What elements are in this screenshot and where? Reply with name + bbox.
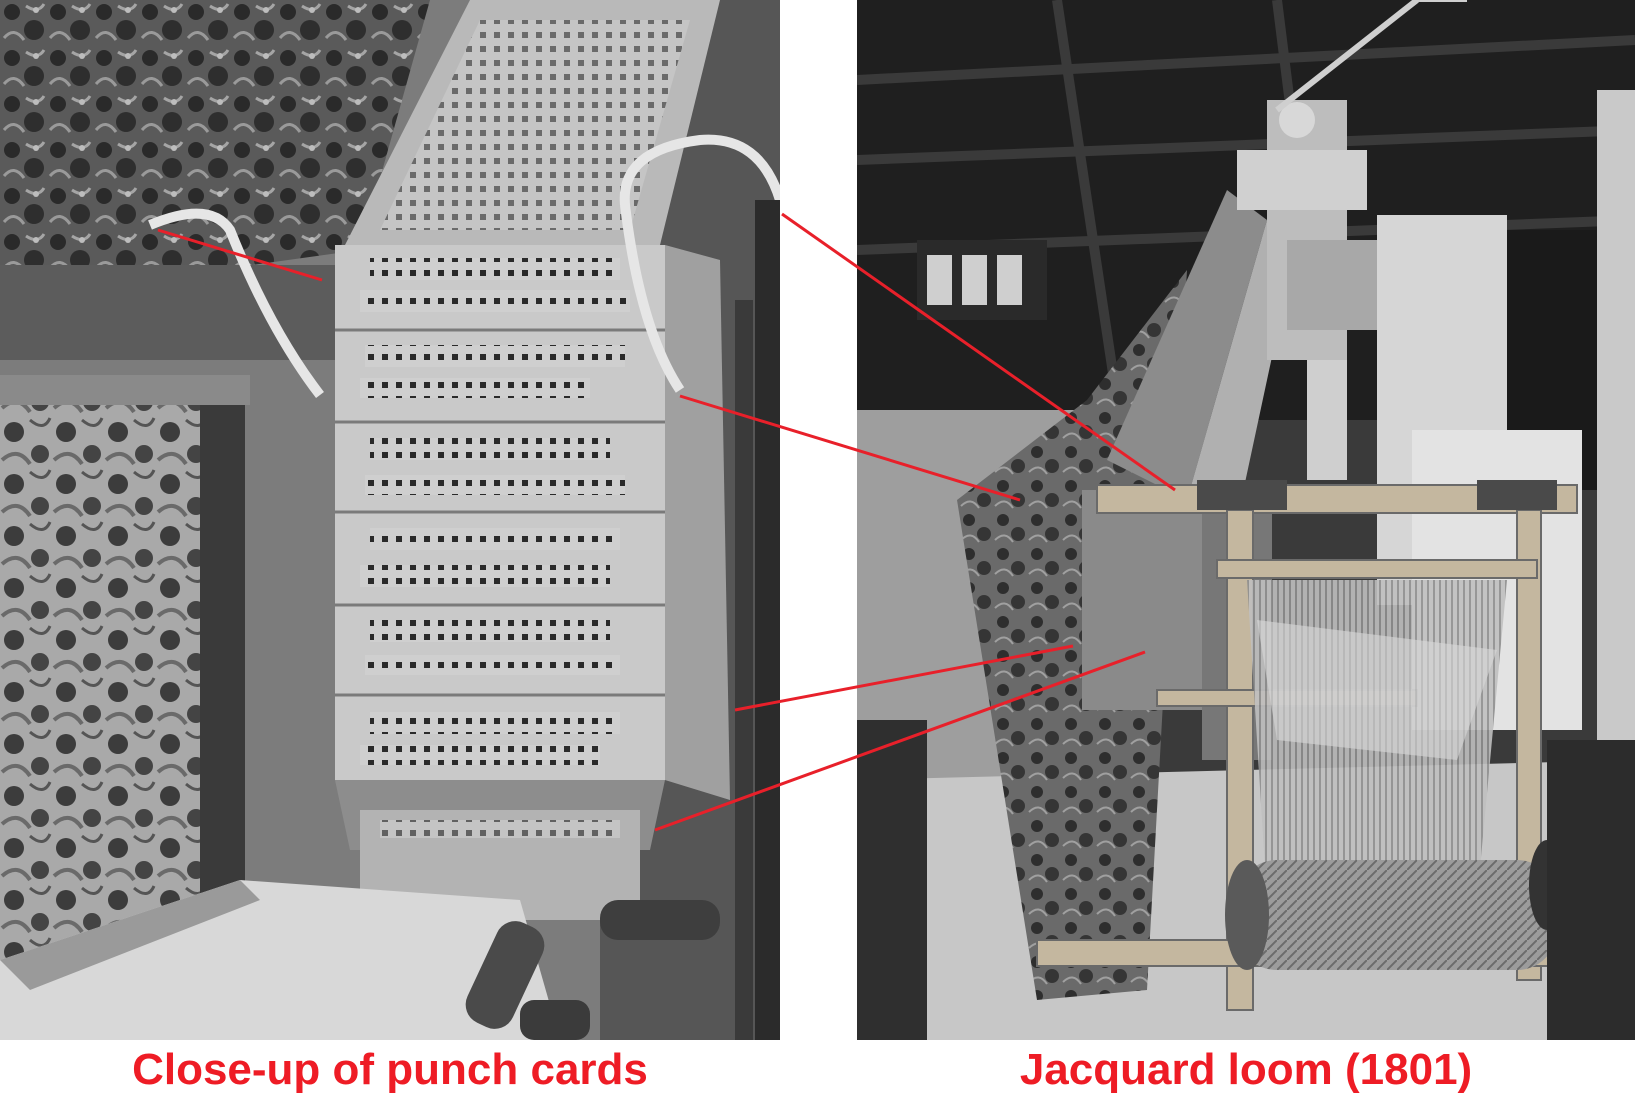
caption-jacquard-loom: Jacquard loom (1801) <box>1019 1045 1473 1094</box>
jacquard-loom-illustration <box>857 0 1635 1040</box>
jacquard-loom-photo <box>857 0 1635 1040</box>
punch-cards-photo <box>0 0 780 1040</box>
caption-punch-cards: Close-up of punch cards <box>132 1045 648 1094</box>
punch-cards-illustration <box>0 0 780 1040</box>
